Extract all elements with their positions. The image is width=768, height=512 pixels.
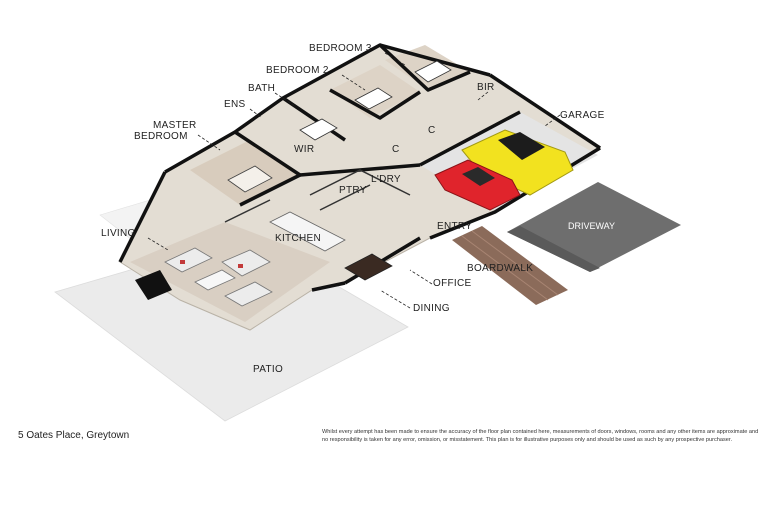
label-kitchen: KITCHEN <box>275 233 321 244</box>
label-bir: BIR <box>477 82 495 93</box>
label-master-line2: BEDROOM <box>134 131 188 142</box>
red-car <box>434 159 521 211</box>
leader-lines <box>147 52 561 309</box>
label-ens: ENS <box>224 99 245 110</box>
label-bedroom3: BEDROOM 3 <box>309 43 372 54</box>
label-office: OFFICE <box>433 278 471 289</box>
disclaimer-text: Whilst every attempt has been made to en… <box>322 429 759 443</box>
label-master-line1: MASTER <box>153 120 196 131</box>
label-entry: ENTRY <box>437 221 472 232</box>
label-closet-2: C <box>428 125 436 136</box>
dining-table <box>344 253 393 281</box>
label-dining: DINING <box>413 303 450 314</box>
furniture-sofas <box>164 247 273 307</box>
label-closet-1: C <box>392 144 400 155</box>
label-patio: PATIO <box>253 364 283 375</box>
label-pantry: PTRY <box>339 185 367 196</box>
property-address: 5 Oates Place, Greytown <box>18 430 130 441</box>
tv-unit <box>135 270 172 300</box>
label-wir: WIR <box>294 144 314 155</box>
label-living: LIVING <box>101 228 136 239</box>
label-laundry: L'DRY <box>371 174 401 185</box>
label-boardwalk: BOARDWALK <box>467 263 533 274</box>
driveway-shadow <box>507 226 600 272</box>
label-bath: BATH <box>248 83 275 94</box>
cushion-accents <box>180 260 185 264</box>
living-floor <box>130 222 330 322</box>
cushion-accents-2 <box>238 264 243 268</box>
label-driveway: DRIVEWAY <box>568 221 615 231</box>
furniture-beds <box>227 60 452 193</box>
boardwalk <box>452 226 568 305</box>
interior-walls <box>224 169 411 223</box>
kitchen-island <box>269 211 346 252</box>
label-bedroom2: BEDROOM 2 <box>266 65 329 76</box>
yellow-car <box>461 129 574 196</box>
label-garage: GARAGE <box>560 110 605 121</box>
